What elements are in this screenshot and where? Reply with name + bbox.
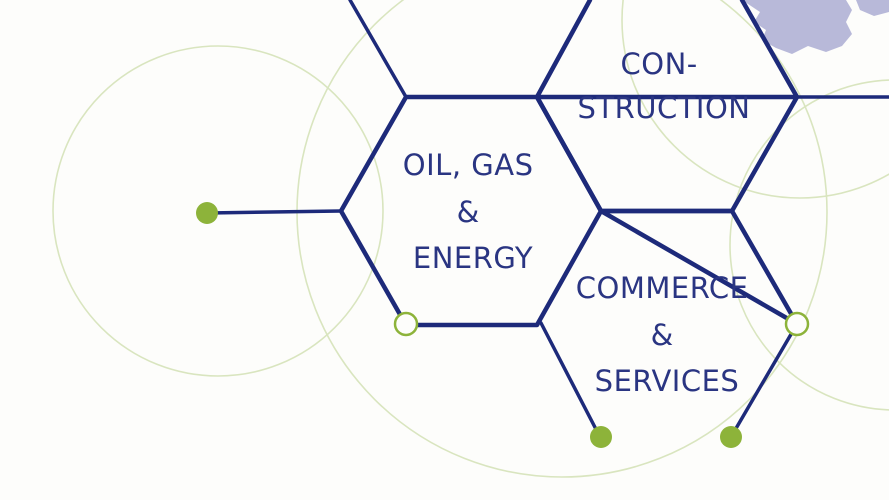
markers (196, 202, 810, 448)
dot-oil-open (393, 311, 419, 337)
ring-right (729, 79, 889, 411)
background-rings (52, 0, 889, 478)
dot-right-open (784, 311, 810, 337)
label-commerce-services-line: SERVICES (595, 364, 740, 398)
ring-top-right (621, 0, 889, 199)
label-commerce-services-line: COMMERCE (576, 271, 749, 305)
connector-bottom-right (729, 322, 799, 439)
connector-left (206, 209, 343, 215)
hexagon-construction-upper (534, 0, 800, 100)
label-oil-gas-energy: OIL, GAS & ENERGY (403, 148, 543, 275)
label-commerce-services-line: & (651, 318, 674, 352)
label-construction-line: STRUCTION (577, 91, 750, 125)
dot-bottom-center-filled (590, 426, 612, 448)
connectors (206, 0, 889, 439)
ring-left (52, 45, 384, 377)
map-fragment-illustration (742, 0, 889, 54)
map-landmass (742, 0, 852, 54)
hexagons (338, 0, 800, 328)
dot-bottom-right-filled (720, 426, 742, 448)
label-oil-gas-energy-line: OIL, GAS (403, 148, 534, 182)
label-construction: CON- STRUCTION (577, 47, 750, 125)
map-island (856, 0, 889, 16)
connector-bottom-center (539, 321, 602, 439)
dot-left-filled (196, 202, 218, 224)
hexagon-commerce-services (598, 208, 800, 327)
connector-top-left (348, 0, 408, 99)
label-oil-gas-energy-line: ENERGY (413, 241, 533, 275)
label-oil-gas-energy-line: & (457, 195, 480, 229)
hex-labels: CON- STRUCTION OIL, GAS & ENERGY COMMERC… (403, 47, 758, 398)
label-construction-line: CON- (621, 47, 698, 81)
label-commerce-services: COMMERCE & SERVICES (576, 271, 758, 398)
